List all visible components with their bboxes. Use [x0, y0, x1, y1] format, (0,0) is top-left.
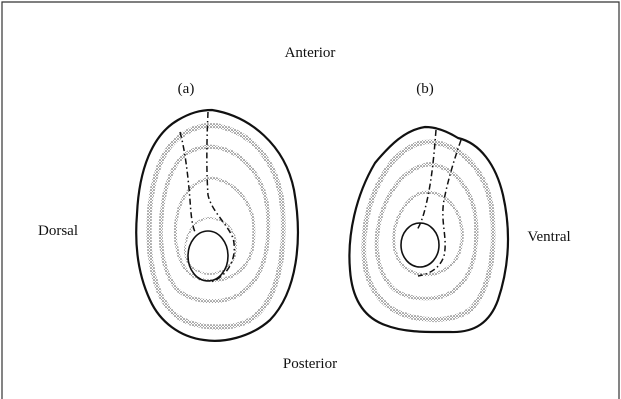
otolith-a: [136, 110, 298, 341]
otolith-b-core: [401, 223, 439, 267]
otolith-a-axis-line-left: [180, 132, 195, 232]
otolith-a-band-outer: [149, 126, 283, 328]
otolith-b-outline: [349, 127, 508, 332]
label-ventral: Ventral: [527, 229, 570, 245]
panel-a-tag: (a): [178, 81, 195, 97]
label-posterior: Posterior: [283, 356, 337, 372]
label-anterior: Anterior: [285, 45, 336, 61]
otolith-a-band-inner: [175, 178, 254, 281]
otolith-a-axis-line-right: [207, 112, 234, 282]
panel-b-tag: (b): [416, 81, 434, 97]
label-dorsal: Dorsal: [38, 223, 78, 239]
otolith-b: [349, 127, 508, 332]
otolith-b-band-outer: [364, 142, 493, 320]
